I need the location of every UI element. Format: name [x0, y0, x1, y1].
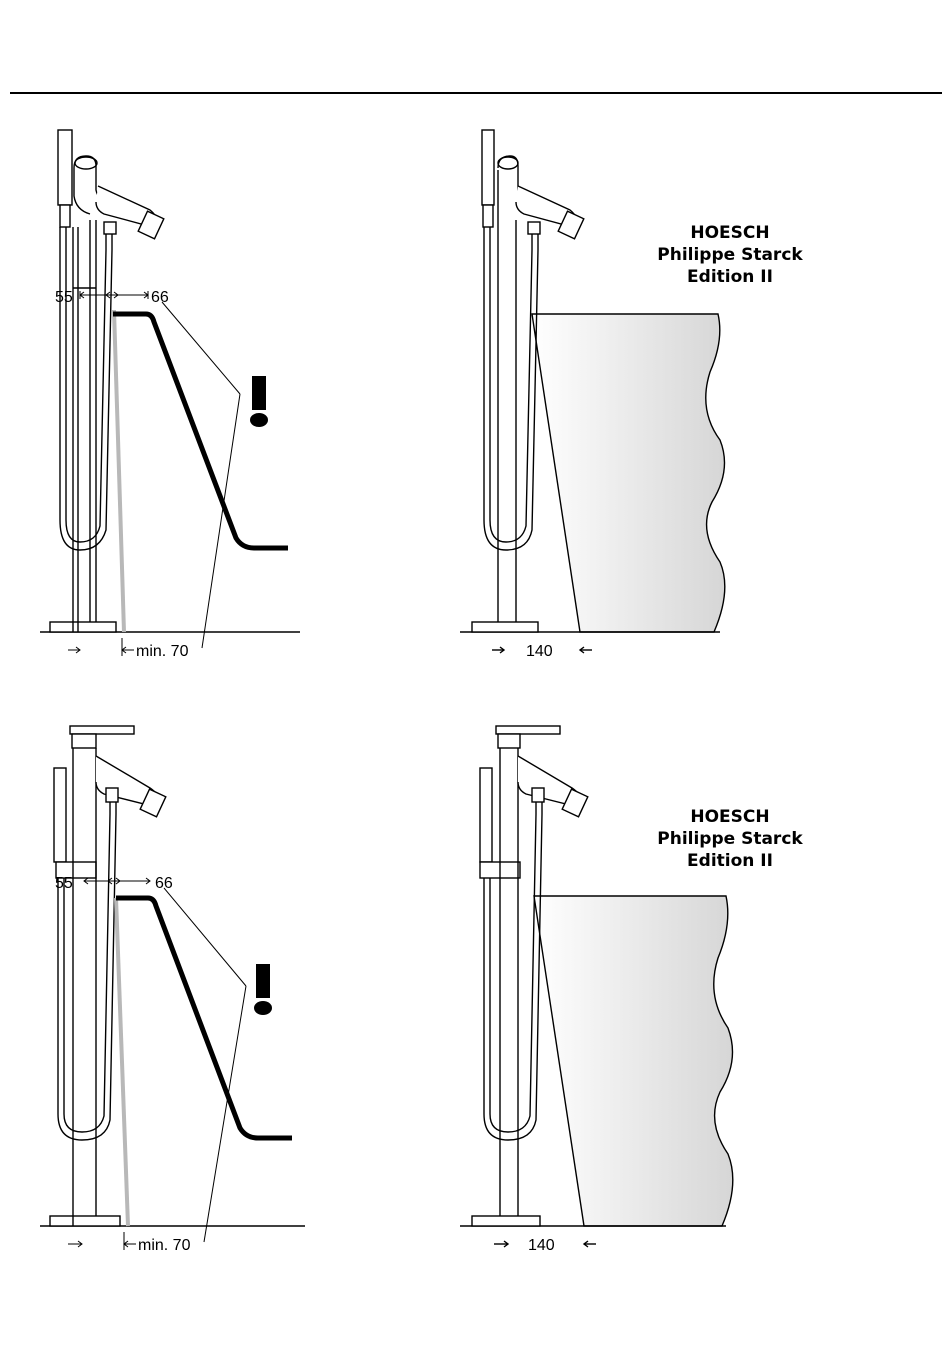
dimension-label-bottom: min. 70	[138, 1237, 191, 1254]
brand-line-3: Edition II	[687, 267, 773, 287]
hand-shower	[482, 130, 494, 205]
dimension-label-right: 66	[155, 875, 173, 892]
warning-icon	[256, 964, 270, 998]
base-plate	[472, 622, 538, 632]
dimension-label-bottom: 140	[526, 643, 553, 660]
dimension-label-left: 55	[55, 289, 73, 306]
base-plate	[50, 1216, 120, 1226]
mixer-lever	[70, 726, 134, 734]
faucet-tub-drawing: HOESCH Philippe Starck Edition II 140	[420, 110, 895, 710]
clearance-guide	[116, 898, 128, 1226]
faucet-clearance-drawing: 55 66 min. 70	[0, 110, 475, 710]
hand-shower	[54, 768, 66, 862]
tub-rim-profile	[116, 898, 292, 1138]
faucet-clearance-drawing-alt: 55 66 min. 70	[0, 704, 475, 1304]
warning-icon	[252, 376, 266, 410]
mixer-lever	[496, 726, 560, 734]
dimension-label-bottom: 140	[528, 1237, 555, 1254]
brand-line-2: Philippe Starck	[657, 829, 803, 849]
dimension-label-left: 55	[55, 875, 73, 892]
brand-line-1: HOESCH	[690, 223, 769, 243]
bathtub	[534, 896, 733, 1226]
diagram-panel-bottom-left: 55 66 min. 70	[0, 704, 475, 1304]
hand-shower	[58, 130, 72, 205]
base-plate	[472, 1216, 540, 1226]
dimension-label-right: 66	[151, 289, 169, 306]
dimension-label-bottom: min. 70	[136, 643, 189, 660]
diagram-panel-bottom-right: HOESCH Philippe Starck Edition II 140	[420, 704, 895, 1304]
faucet-tub-drawing-alt: HOESCH Philippe Starck Edition II 140	[420, 704, 895, 1304]
header-rule	[10, 92, 942, 94]
diagram-panel-top-right: HOESCH Philippe Starck Edition II 140	[420, 110, 895, 710]
hand-shower	[480, 768, 492, 862]
brand-line-2: Philippe Starck	[657, 245, 803, 265]
bathtub	[532, 314, 725, 632]
base-plate	[50, 622, 116, 632]
diagram-panel-top-left: 55 66 min. 70	[0, 110, 475, 710]
brand-line-3: Edition II	[687, 851, 773, 871]
brand-line-1: HOESCH	[690, 807, 769, 827]
clearance-guide	[114, 310, 124, 632]
tub-rim-profile	[113, 314, 288, 548]
